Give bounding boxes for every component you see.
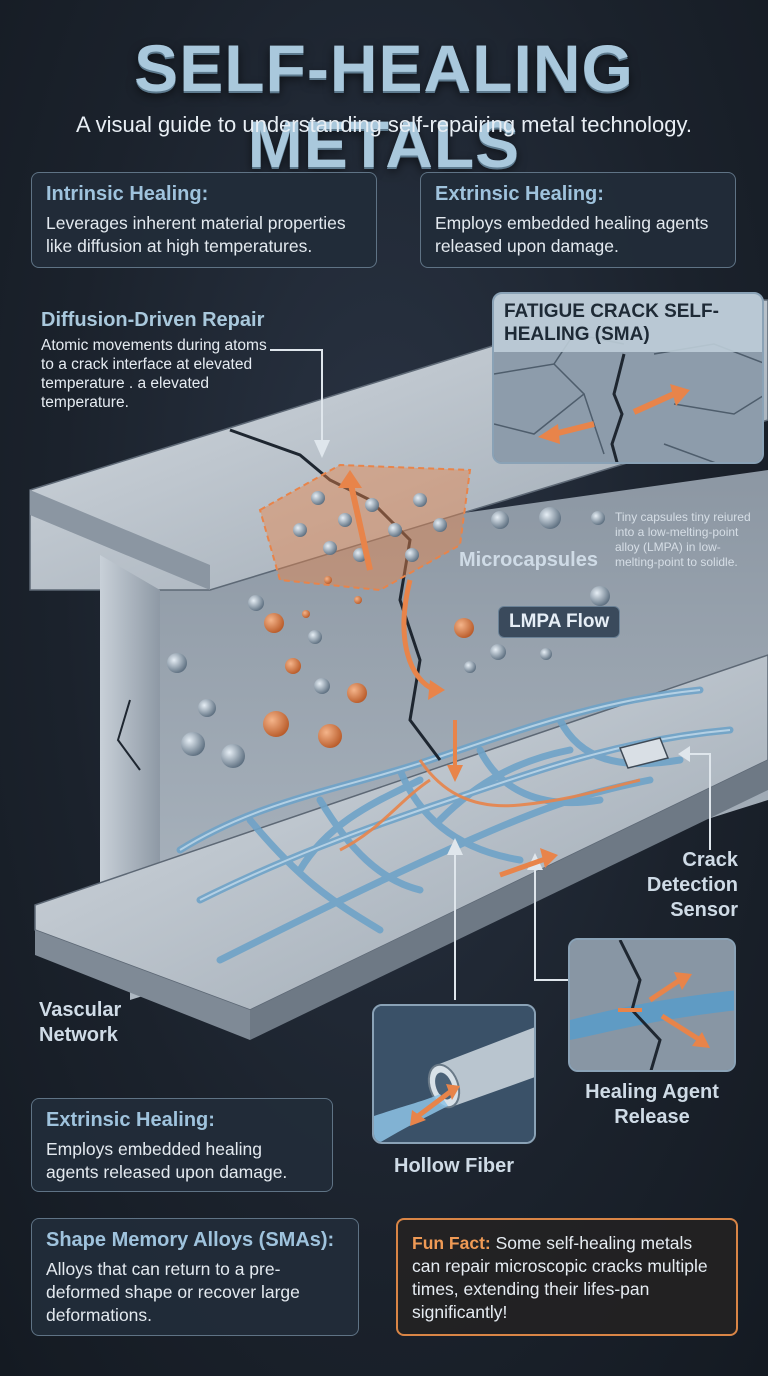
page-subtitle: A visual guide to understanding self-rep… bbox=[76, 112, 692, 137]
diffusion-repair-body: Atomic movements during atoms to a crack… bbox=[41, 337, 267, 411]
card-title: Extrinsic Healing: bbox=[435, 183, 604, 205]
healing-agent-label: Healing Agent Release bbox=[585, 1081, 719, 1128]
hollow-fiber-inset bbox=[372, 1004, 536, 1144]
card-title: Extrinsic Healing: bbox=[46, 1109, 215, 1131]
card-body: Leverages inherent material properties l… bbox=[46, 213, 346, 256]
card-shape-memory-alloys: Shape Memory Alloys (SMAs): Alloys that … bbox=[31, 1218, 359, 1336]
microcapsules-ruptured bbox=[263, 576, 474, 748]
healing-agent-image bbox=[570, 940, 734, 1070]
card-body: Alloys that can return to a pre-deformed… bbox=[46, 1259, 300, 1325]
card-extrinsic-healing-top: Extrinsic Healing: Employs embedded heal… bbox=[420, 172, 736, 268]
healing-agent-inset bbox=[568, 938, 736, 1072]
microcapsules-note: Tiny capsules tiny reiured into a low-me… bbox=[615, 510, 751, 569]
fatigue-crack-inset: FATIGUE CRACK SELF-HEALING (SMA) bbox=[492, 292, 764, 464]
card-body: Employs embedded healing agents released… bbox=[46, 1139, 288, 1182]
page-title: SELF-HEALING METALS bbox=[134, 31, 634, 181]
crack-sensor-chip bbox=[618, 737, 670, 769]
fun-fact-lead: Fun Fact: bbox=[412, 1233, 491, 1253]
fun-fact-text: Some self-healing metals can repair micr… bbox=[412, 1233, 708, 1322]
card-title: Intrinsic Healing: bbox=[46, 183, 209, 205]
microcapsules bbox=[167, 507, 610, 768]
fun-fact-box: Fun Fact: Some self-healing metals can r… bbox=[396, 1218, 738, 1336]
card-extrinsic-healing-bottom: Extrinsic Healing: Employs embedded heal… bbox=[31, 1098, 333, 1192]
hollow-fiber-label: Hollow Fiber bbox=[394, 1155, 514, 1177]
diffusion-repair-title: Diffusion-Driven Repair bbox=[41, 309, 265, 331]
card-intrinsic-healing: Intrinsic Healing: Leverages inherent ma… bbox=[31, 172, 377, 268]
card-body: Employs embedded healing agents released… bbox=[435, 213, 709, 256]
card-title: Shape Memory Alloys (SMAs): bbox=[46, 1229, 335, 1251]
fatigue-crack-title: FATIGUE CRACK SELF-HEALING (SMA) bbox=[494, 294, 762, 352]
vascular-network-label: Vascular Network bbox=[39, 999, 122, 1046]
diffusion-atoms bbox=[293, 491, 447, 562]
microcapsules-label: Microcapsules bbox=[459, 549, 598, 571]
crack-line bbox=[229, 428, 442, 761]
lmpa-flow-label: LMPA Flow bbox=[498, 606, 621, 638]
crack-sensor-label: Crack Detection Sensor bbox=[646, 849, 738, 921]
hollow-fiber-image bbox=[374, 1006, 534, 1142]
beam-web-edge bbox=[100, 555, 160, 930]
